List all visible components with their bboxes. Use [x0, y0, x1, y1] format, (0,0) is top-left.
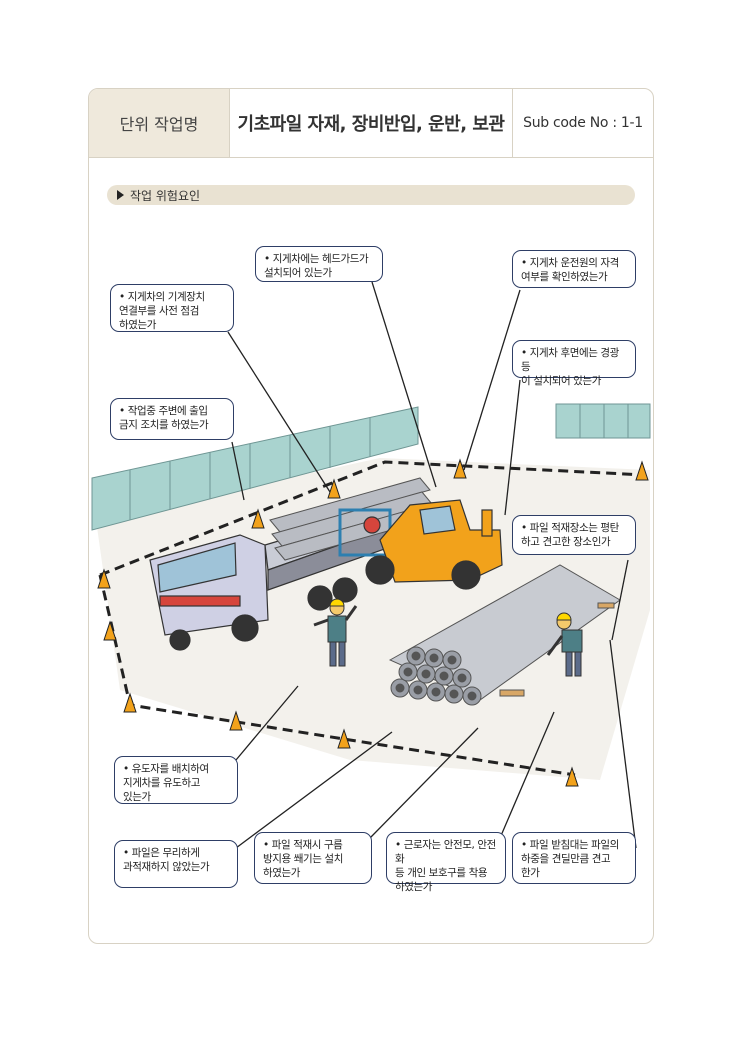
callout-flat-ground: • 파일 적재장소는 평탄 하고 견고한 장소인가	[512, 515, 636, 555]
callout-anti-roll-wedge: • 파일 적재시 구름 방지용 쐐기는 설치 하였는가	[254, 832, 372, 884]
sub-code: Sub code No : 1-1	[523, 115, 643, 131]
pile-worker	[546, 612, 583, 677]
task-title: 기초파일 자재, 장비반입, 운반, 보관	[230, 89, 513, 157]
traffic-cones	[97, 458, 649, 787]
callout-protective-gear: • 근로자는 안전모, 안전화 등 개인 보호구를 착용 하였는가	[386, 832, 506, 893]
signal-worker	[313, 598, 358, 667]
section-header: 작업 위험요인	[107, 185, 635, 205]
triangle-bullet-icon	[117, 190, 124, 200]
callout-driver-license: • 지게차 운전원의 자격 여부를 확인하였는가	[512, 250, 636, 288]
callout-warning-light: • 지게차 후면에는 경광등 이 설치되어 있는가	[512, 340, 636, 387]
callout-no-overstack: • 파일은 무리하게 과적재하지 않았는가	[114, 840, 238, 888]
leader-lines	[227, 281, 637, 849]
callout-signal-person: • 유도자를 배치하여 지게차를 유도하고 있는가	[114, 756, 238, 804]
callout-access-control: • 작업중 주변에 출입 금지 조치를 하였는가	[110, 398, 234, 440]
forklift	[338, 499, 503, 590]
callout-head-guard: • 지게차에는 헤드가드가 설치되어 있는가	[255, 246, 383, 282]
section-title: 작업 위험요인	[130, 188, 201, 203]
callout-mechanical-inspection: • 지게차의 기계장치 연결부를 사전 점검 하였는가	[110, 284, 234, 332]
header-bar: 단위 작업명 기초파일 자재, 장비반입, 운반, 보관 Sub code No…	[89, 89, 653, 158]
pile-stack	[388, 564, 621, 706]
callout-pile-support: • 파일 받침대는 파일의 하중을 견딜만큼 견고 한가	[512, 832, 636, 884]
fence	[91, 403, 651, 531]
truck-piles	[269, 477, 435, 561]
unit-label: 단위 작업명	[89, 89, 230, 157]
